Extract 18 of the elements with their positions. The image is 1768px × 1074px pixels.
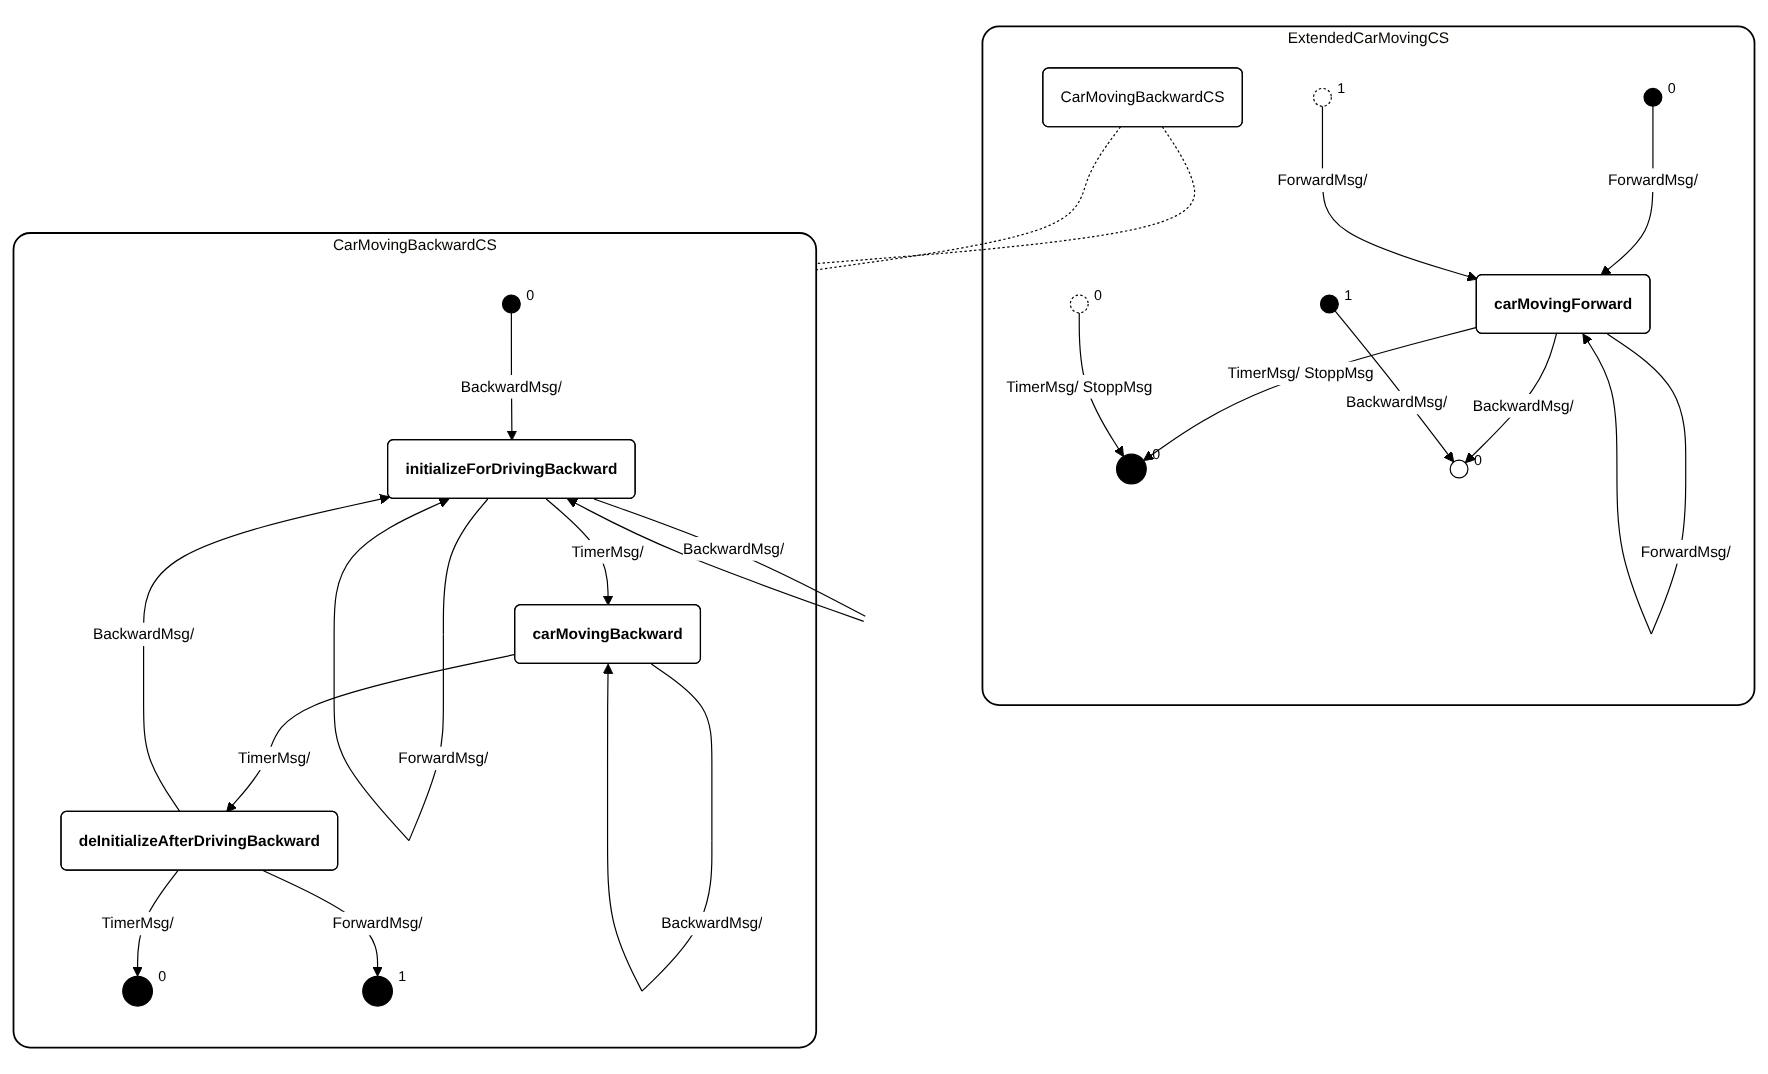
node-crossed-circle [1312,87,1332,107]
connector [815,126,1196,265]
node-dot [501,294,521,314]
node-bullseye [122,975,154,1007]
arrow [1143,326,1478,461]
arrow [333,498,489,842]
node-circle [1449,459,1469,479]
arrow [567,498,866,622]
connector [815,126,1122,271]
node-bullseye [1115,453,1147,485]
arrow [143,494,391,813]
node-dot [1643,87,1663,107]
node-dot [1319,294,1339,314]
arrow [1321,105,1478,282]
node-bullseye [362,975,393,1007]
node-crossed-circle [1069,294,1089,314]
arrow [1334,310,1455,463]
arrow [226,653,516,813]
